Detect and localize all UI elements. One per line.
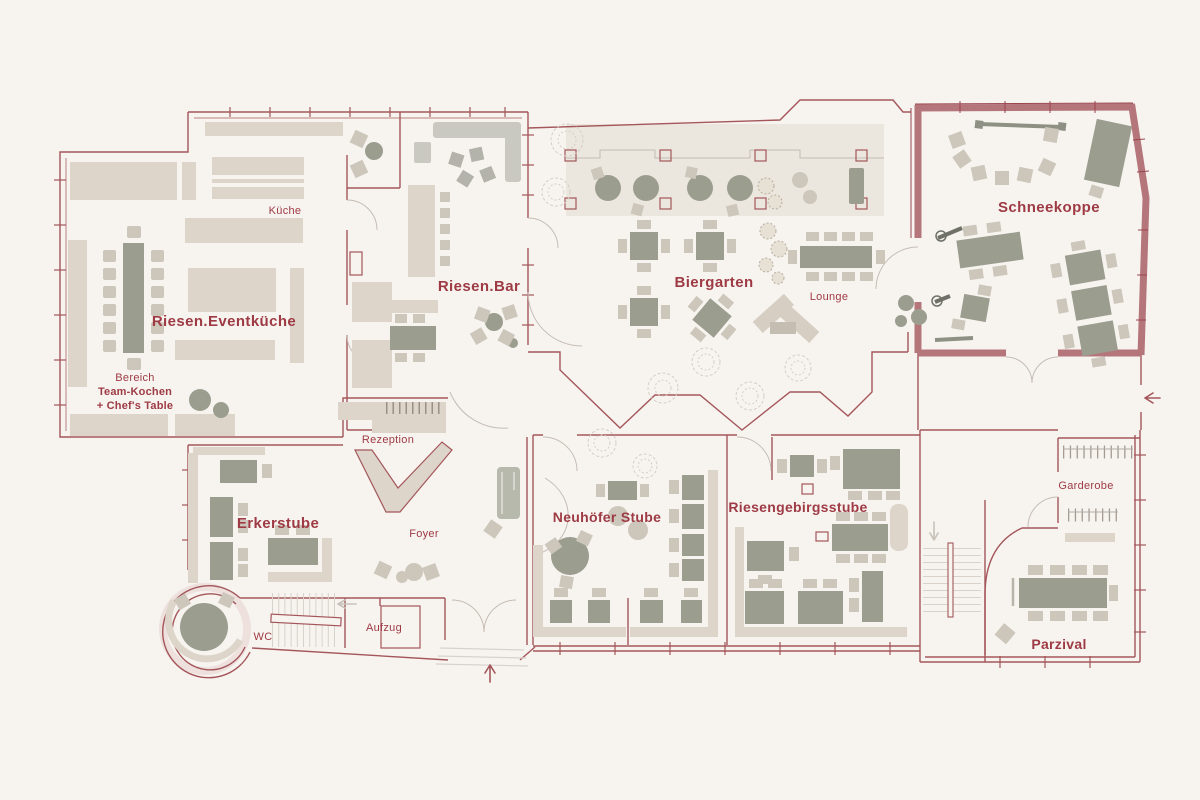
room-neuhoefer-stube[interactable]: [533, 470, 718, 637]
tree-icon: [541, 123, 812, 479]
walls: [54, 99, 1146, 668]
biergarten-table: [687, 293, 737, 343]
label-bereich-2: Team-Kochen: [98, 386, 172, 398]
label-bereich-1: Bereich: [115, 372, 154, 384]
foyer-stairs-arrow-icon: [337, 599, 357, 609]
room-labels: Küche Riesen.Eventküche Bereich Team-Koc…: [97, 199, 1114, 652]
label-kueche: Küche: [269, 205, 302, 217]
side-exit-arrow-icon: [1144, 392, 1161, 404]
biergarten-table: [684, 220, 736, 272]
biergarten-table: [618, 286, 670, 338]
label-riesengebirgsstube: Riesengebirgsstube: [728, 499, 867, 515]
label-bereich-3: + Chef's Table: [97, 400, 173, 412]
label-rezeption: Rezeption: [362, 434, 414, 446]
door-arcs: [346, 199, 1059, 633]
label-eventkueche: Riesen.Eventküche: [152, 313, 296, 330]
right-stairs: [923, 521, 981, 618]
label-erkerstube: Erkerstube: [237, 515, 319, 532]
label-lounge: Lounge: [810, 291, 849, 303]
right-stairs-arrow-icon: [929, 521, 939, 541]
pergola-area: [564, 124, 884, 216]
reception-area: [338, 402, 453, 513]
room-erkerstube[interactable]: [159, 447, 332, 679]
stair-block: [270, 593, 529, 667]
label-biergarten: Biergarten: [674, 274, 753, 291]
room-parzival[interactable]: [994, 533, 1118, 645]
label-schneekoppe: Schneekoppe: [998, 199, 1100, 216]
label-neuhoefer-stube: Neuhöfer Stube: [553, 509, 661, 525]
room-riesengebirgsstube[interactable]: [735, 449, 908, 637]
room-schneekoppe[interactable]: [931, 118, 1134, 372]
label-riesenbar: Riesen.Bar: [438, 278, 520, 295]
label-garderobe: Garderobe: [1058, 480, 1113, 492]
label-parzival: Parzival: [1031, 636, 1086, 652]
room-biergarten[interactable]: [541, 123, 927, 479]
label-foyer: Foyer: [409, 528, 439, 540]
room-eventkueche[interactable]: [68, 122, 392, 436]
entrance-arrow-icon: [484, 664, 496, 683]
room-riesenbar[interactable]: [349, 122, 521, 362]
room-garderobe: [1063, 445, 1133, 522]
chefs-table: [103, 226, 164, 370]
lounge-area: [752, 232, 927, 343]
tower-bay: [159, 583, 251, 679]
label-aufzug: Aufzug: [366, 622, 402, 634]
elevator-shaft: [380, 605, 421, 649]
biergarten-table: [618, 220, 670, 272]
label-wc: WC: [254, 631, 273, 643]
room-foyer: [373, 467, 520, 583]
